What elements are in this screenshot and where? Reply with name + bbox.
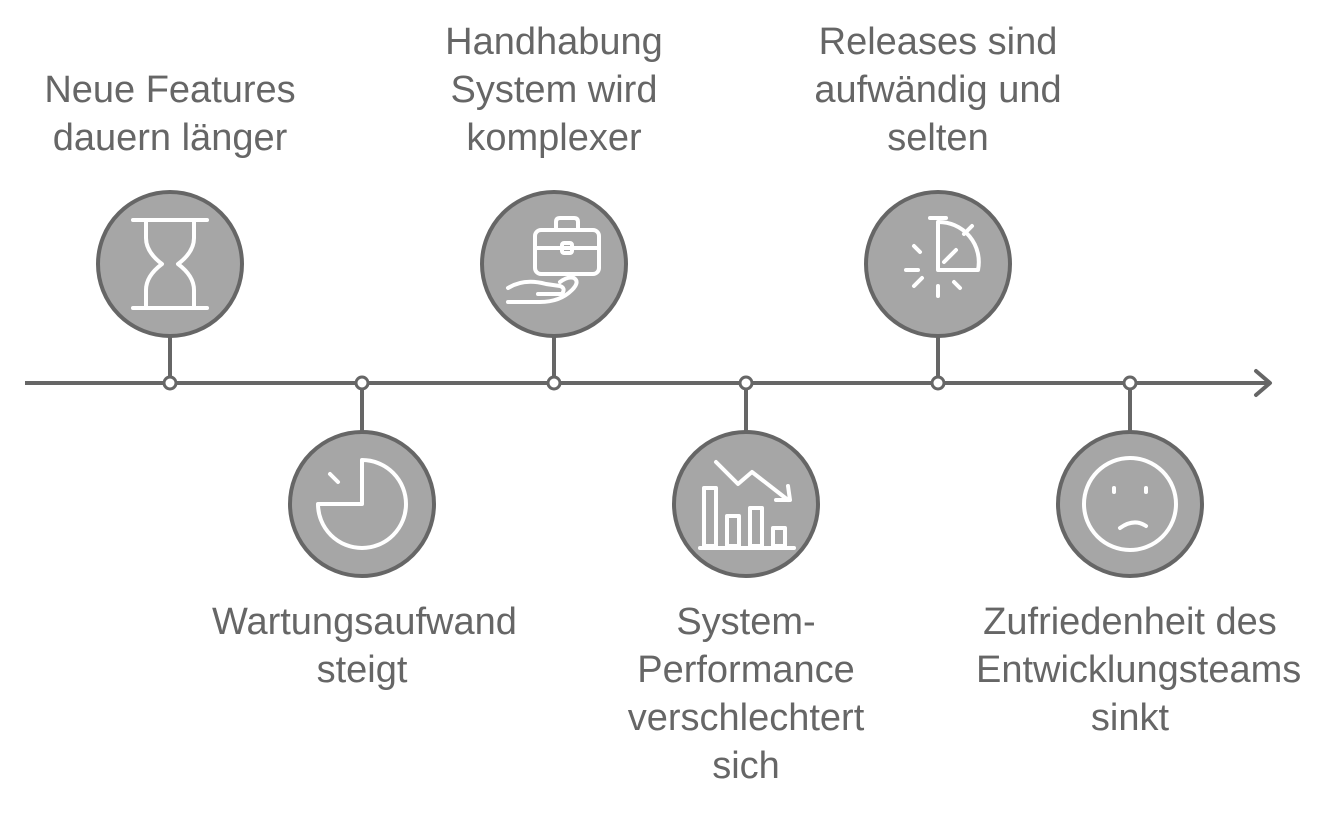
stopwatch-icon <box>904 216 981 298</box>
briefcase-hand-icon <box>506 216 601 304</box>
timeline-arrowhead <box>1254 369 1272 397</box>
timeline-node <box>930 375 946 391</box>
pie-chart-icon <box>316 458 408 550</box>
timeline-event-1 <box>96 190 244 391</box>
event-circle <box>672 430 820 578</box>
sad-face-icon <box>1082 456 1178 552</box>
event-label-1: Neue Features dauern länger <box>44 69 296 159</box>
hourglass-icon <box>131 218 209 310</box>
declining-chart-icon <box>698 460 796 550</box>
timeline-node <box>546 375 562 391</box>
timeline-event-3 <box>480 190 628 391</box>
timeline-node <box>1122 375 1138 391</box>
event-circle <box>1056 430 1204 578</box>
event-label-2: Wartungsaufwand steigt <box>212 601 517 691</box>
event-label-4: System- Performance verschlechtert sich <box>627 601 865 787</box>
timeline-event-5 <box>864 190 1012 391</box>
event-circle <box>480 190 628 338</box>
event-label-6: Zufriedenheit des Entwicklungsteams sink… <box>976 601 1302 739</box>
timeline-node <box>354 375 370 391</box>
event-circle <box>96 190 244 338</box>
event-label-3: Handhabung System wird komplexer <box>445 21 663 159</box>
timeline-event-2 <box>288 375 436 578</box>
timeline-event-4 <box>672 375 820 578</box>
timeline-event-6 <box>1056 375 1204 578</box>
event-label-5: Releases sind aufwändig und selten <box>814 21 1062 159</box>
timeline-node <box>162 375 178 391</box>
timeline-node <box>738 375 754 391</box>
